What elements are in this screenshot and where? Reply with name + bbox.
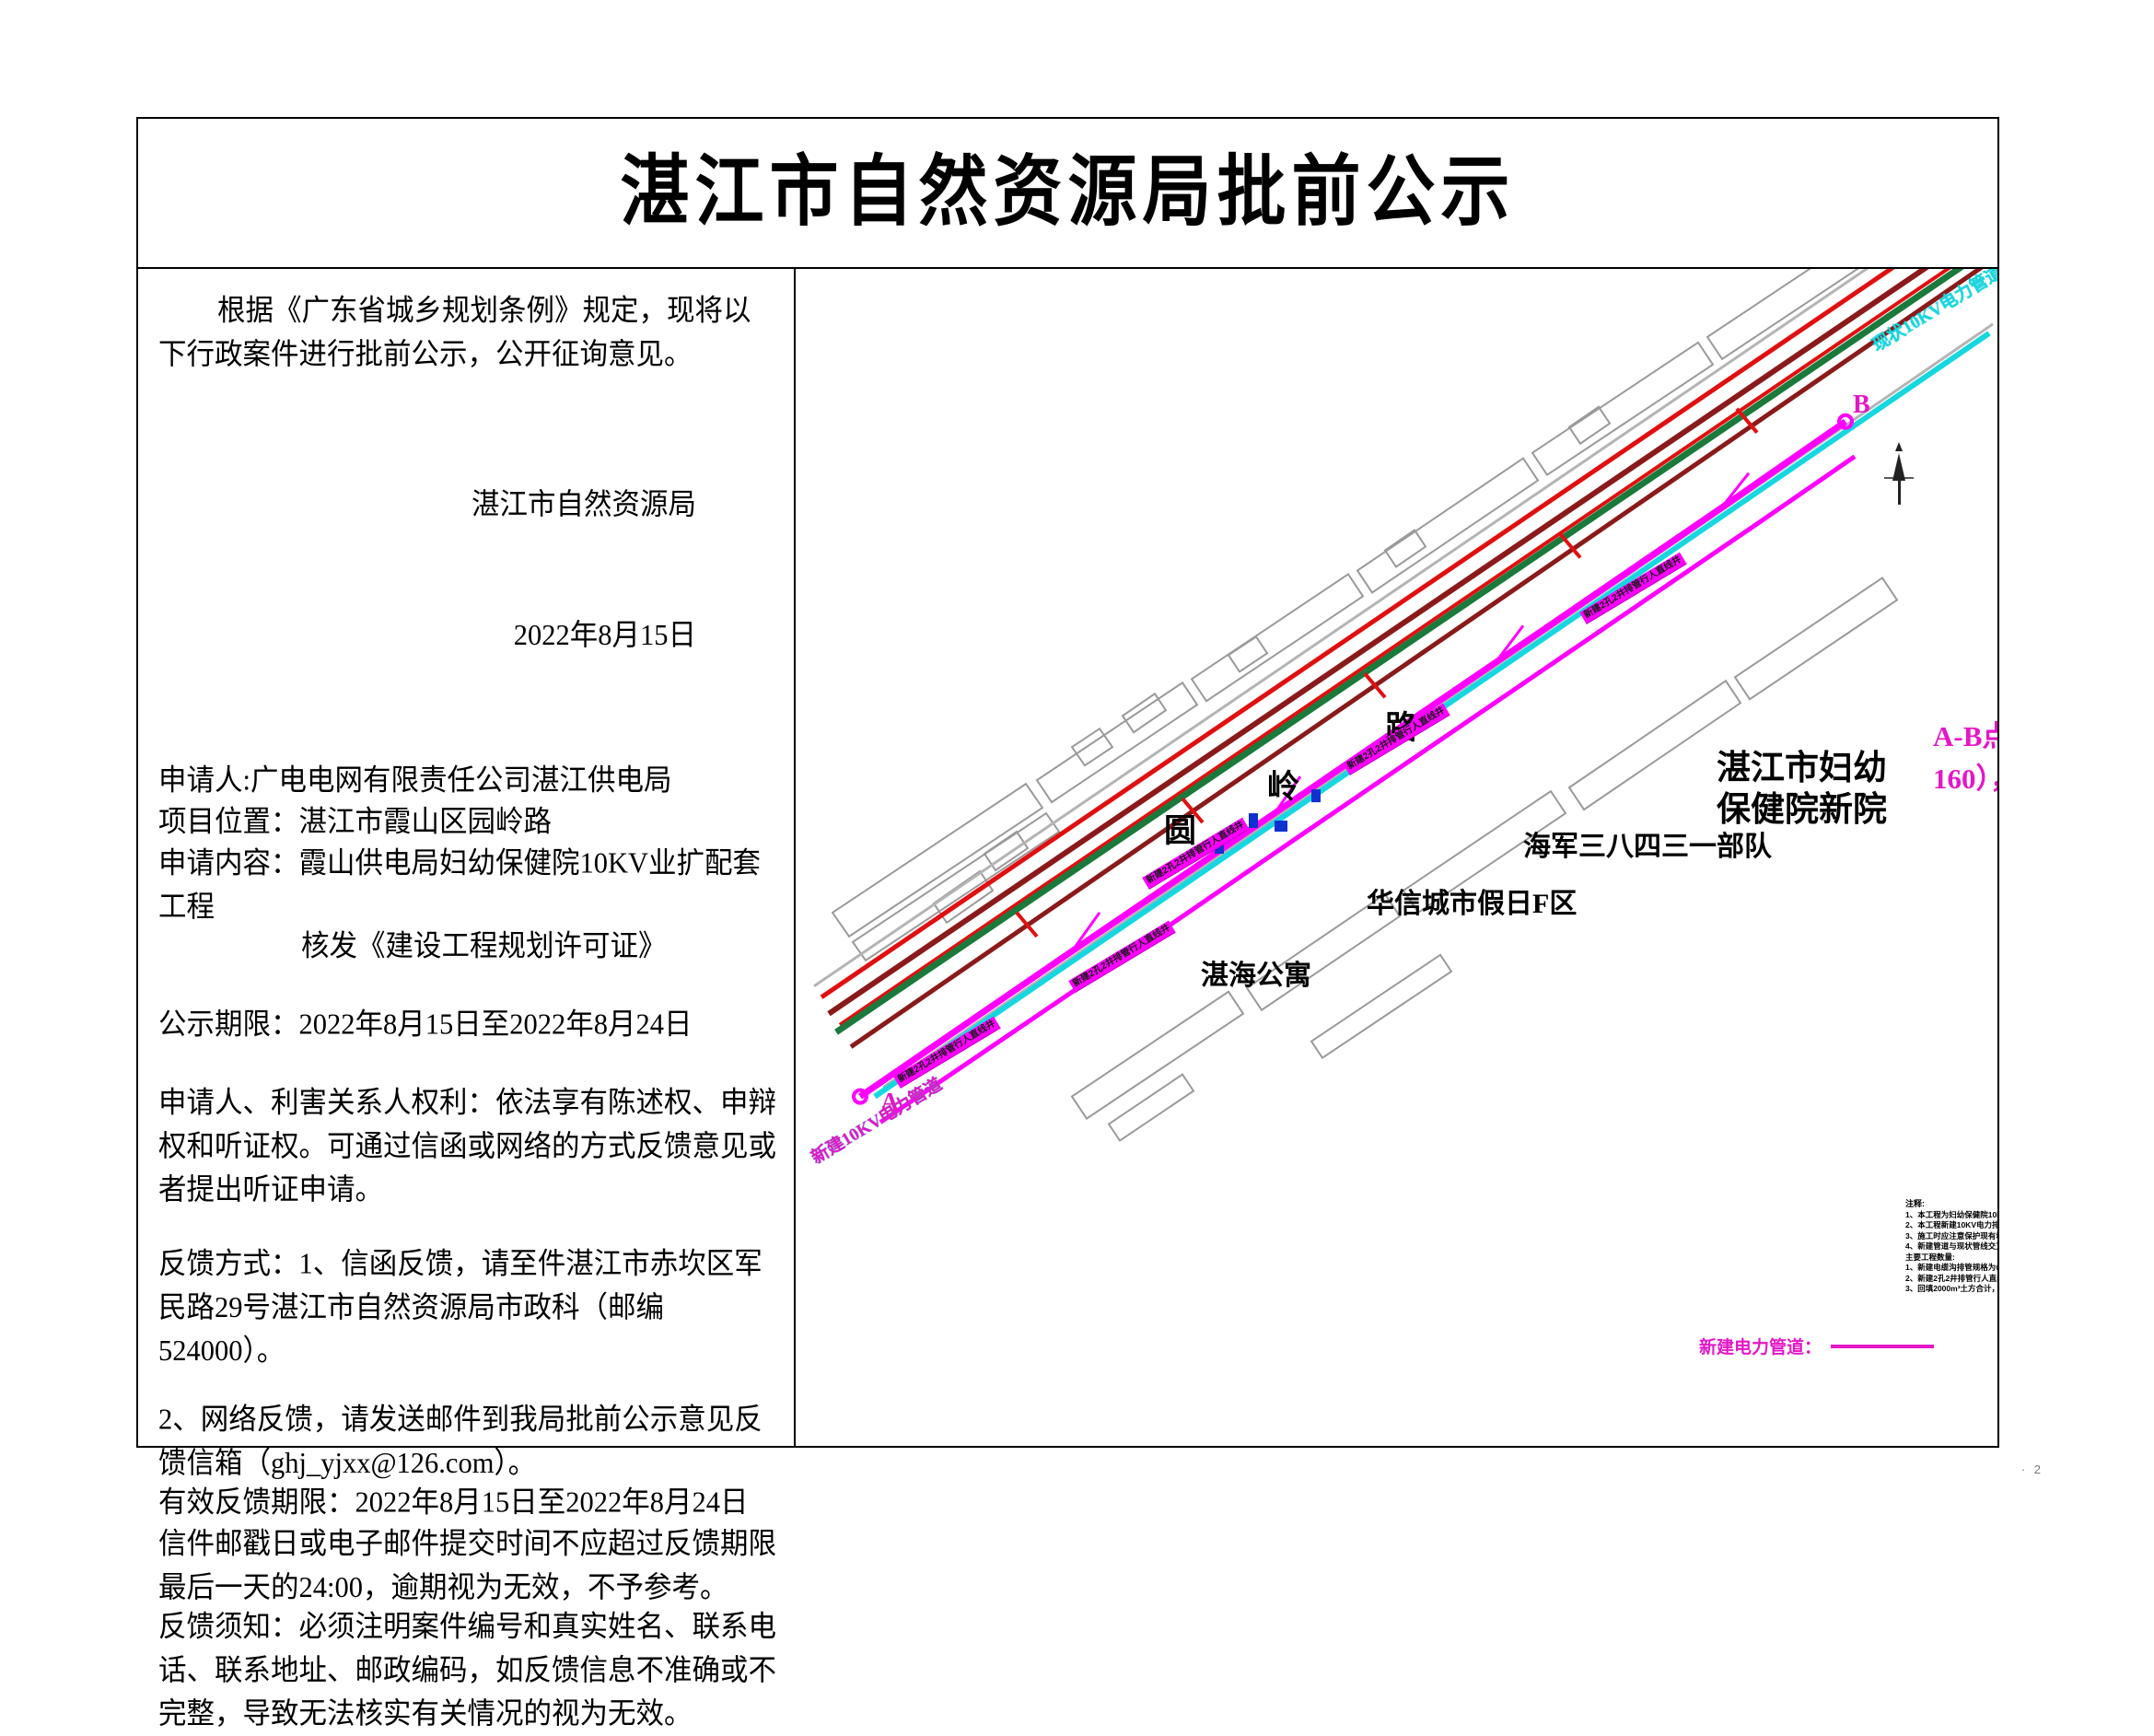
valid-feedback-period-label: 有效反馈期限： [158,1486,355,1519]
publicity-period-row: 公示期限：2022年8月15日至2022年8月24日 [158,1003,777,1046]
applicant-row: 申请人:广电电网有限责任公司湛江供电局 [158,759,777,802]
red-boundary-line-2 [838,269,1951,1027]
issue-date: 2022年8月15日 [513,618,696,652]
pipeline-callout: A-B点新建4孔电力管道（管径160），总长度约400米。 [1933,720,1997,795]
deadline-note: 信件邮戳日或电子邮件提交时间不应超过反馈期限最后一天的24:00，逾期视为无效，… [158,1527,776,1604]
point-b-marker [1837,413,1854,430]
road-label-char-2: 岭 [1267,769,1300,805]
notice-text-column: 根据《广东省城乡规划条例》规定，现将以下行政案件进行批前公示，公开征询意见。 湛… [138,269,796,1730]
spacer [158,966,777,1003]
content-row-2: 核发《建设工程规划许可证》 [301,929,667,962]
notes-line: 4、新建管道与现状管线交叉时应采取保护措施。 [1905,1241,1997,1251]
applicant-value: 广电电网有限责任公司湛江供电局 [250,763,672,797]
title-band: 湛江市自然资源局批前公示 [138,119,1997,269]
red-boundary-line [820,269,1895,999]
page-canvas: 湛江市自然资源局批前公示 根据《广东省城乡规划条例》规定，现将以下行政案件进行批… [136,117,2043,1730]
notes-line: 1、本工程为妇幼保健院10KV业扩配套工程。 [1905,1209,1997,1219]
location-label: 项目位置： [158,805,299,838]
point-b-label: B [1853,390,1870,419]
page-mark: · 2 [2020,1462,2043,1476]
content-value: 霞山供电局妇幼保健院10KV业扩配套工程 [158,846,762,924]
label-zhanhai-apartment: 湛海公寓 [1201,961,1311,991]
issuer-signature: 湛江市自然资源局 2022年8月15日 [158,396,696,744]
manhole-ticks [1070,472,1751,952]
new-power-duct-branch [879,454,1857,1124]
notes-line: 2、新建2孔2井排管行人直线井5座（详见设计图纸）。 [1905,1273,1997,1283]
site-plan-drawing: A-B点新建4孔电力管道（管径160），总长度约400米。 圆 岭 路 湛江市妇… [796,269,1997,1446]
legend-swatch-new-pipe [1831,1344,1935,1348]
label-hospital-line1: 湛江市妇幼 [1717,750,1887,787]
location-value: 湛江市霞山区园岭路 [298,805,553,838]
intro-paragraph: 根据《广东省城乡规划条例》规定，现将以下行政案件进行批前公示，公开征询意见。 [158,294,751,371]
north-arrow-icon [1880,440,1917,512]
existing-duct-dark-red-2 [849,269,1984,1049]
cad-drawing [813,269,1994,1142]
publicity-period-value: 2022年8月15日至2022年8月24日 [298,1008,693,1041]
label-navy-unit: 海军三八四三一部队 [1523,832,1772,862]
document-body: 根据《广东省城乡规划条例》规定，现将以下行政案件进行批前公示，公开征询意见。 湛… [138,269,1997,1730]
building-outlines-south [1070,577,1899,1142]
valid-feedback-period-row: 有效反馈期限：2022年8月15日至2022年8月24日 [158,1481,777,1524]
green-cable-line [834,269,1964,1035]
label-hospital: 湛江市妇幼 保健院新院 [1717,748,1887,831]
point-a-marker [852,1088,868,1105]
red-connection-stubs [1015,407,1759,938]
building-outlines-north [831,269,1859,962]
document-frame: 湛江市自然资源局批前公示 根据《广东省城乡规划条例》规定，现将以下行政案件进行批… [136,117,1999,1730]
map-legend: 新建电力管道： [1699,1334,1935,1358]
notes-heading: 注释: [1905,1199,1925,1208]
content-label: 申请内容： [158,846,299,880]
notes-line: 1、新建电缆沟排管规格为∅160，管径4孔，总长度约400米，敷设于人行道绿化带… [1905,1263,1997,1272]
site-plan-column: A-B点新建4孔电力管道（管径160），总长度约400米。 圆 岭 路 湛江市妇… [796,269,1997,1446]
notes-line: 3、施工时应注意保护现有地下管线及地上构筑物，管道敷设应符合相关规范。 [1905,1230,1997,1241]
rights-paragraph: 申请人、利害关系人权利：依法享有陈述权、申辩权和听证权。可通过信函或网络的方式反… [158,1086,776,1206]
location-row: 项目位置：湛江市霞山区园岭路 [158,800,777,844]
applicant-label: 申请人: [158,763,250,797]
road-edges [813,269,1994,1089]
label-hospital-line2: 保健院新院 [1717,791,1887,830]
notes-line: 2、本工程新建10KV电力排管沿园岭路人行道敷设，新建4孔电力排管（管径160）… [1905,1220,1997,1229]
content-row: 申请内容：霞山供电局妇幼保健院10KV业扩配套工程 [158,842,777,929]
existing-duct-dark-red [827,269,1929,1017]
point-a-label: A [880,1089,900,1117]
feedback-method-2: 2、网络反馈，请发送邮件到我局批前公示意见反馈信箱（ghj_yjxx@126.c… [158,1403,763,1480]
label-huaxin-district-f: 华信城市假日F区 [1367,889,1578,919]
notes-line: 3、回填2000m³土方合计，施工图纸详见附图。 [1905,1284,1997,1293]
spacer [158,1044,777,1081]
drawing-notes: 注释: 1、本工程为妇幼保健院10KV业扩配套工程。 2、本工程新建10KV电力… [1905,1199,1997,1295]
valid-feedback-period-value: 2022年8月15日至2022年8月24日 [355,1486,749,1519]
road-label-char-1: 圆 [1164,813,1197,849]
notes-line: 主要工程数量: [1905,1252,1955,1262]
page-title: 湛江市自然资源局批前公示 [620,150,1516,236]
legend-label: 新建电力管道： [1699,1338,1822,1357]
feedback-method-1: 反馈方式：1、信函反馈，请至件湛江市赤坎区军民路29号湛江市自然资源局市政科（邮… [158,1247,763,1368]
respondent-notice: 反馈须知：必须注明案件编号和真实姓名、联系电话、联系地址、邮政编码，如反馈信息不… [158,1610,776,1730]
publicity-period-label: 公示期限： [158,1008,299,1041]
issuer-name: 湛江市自然资源局 [472,487,696,521]
